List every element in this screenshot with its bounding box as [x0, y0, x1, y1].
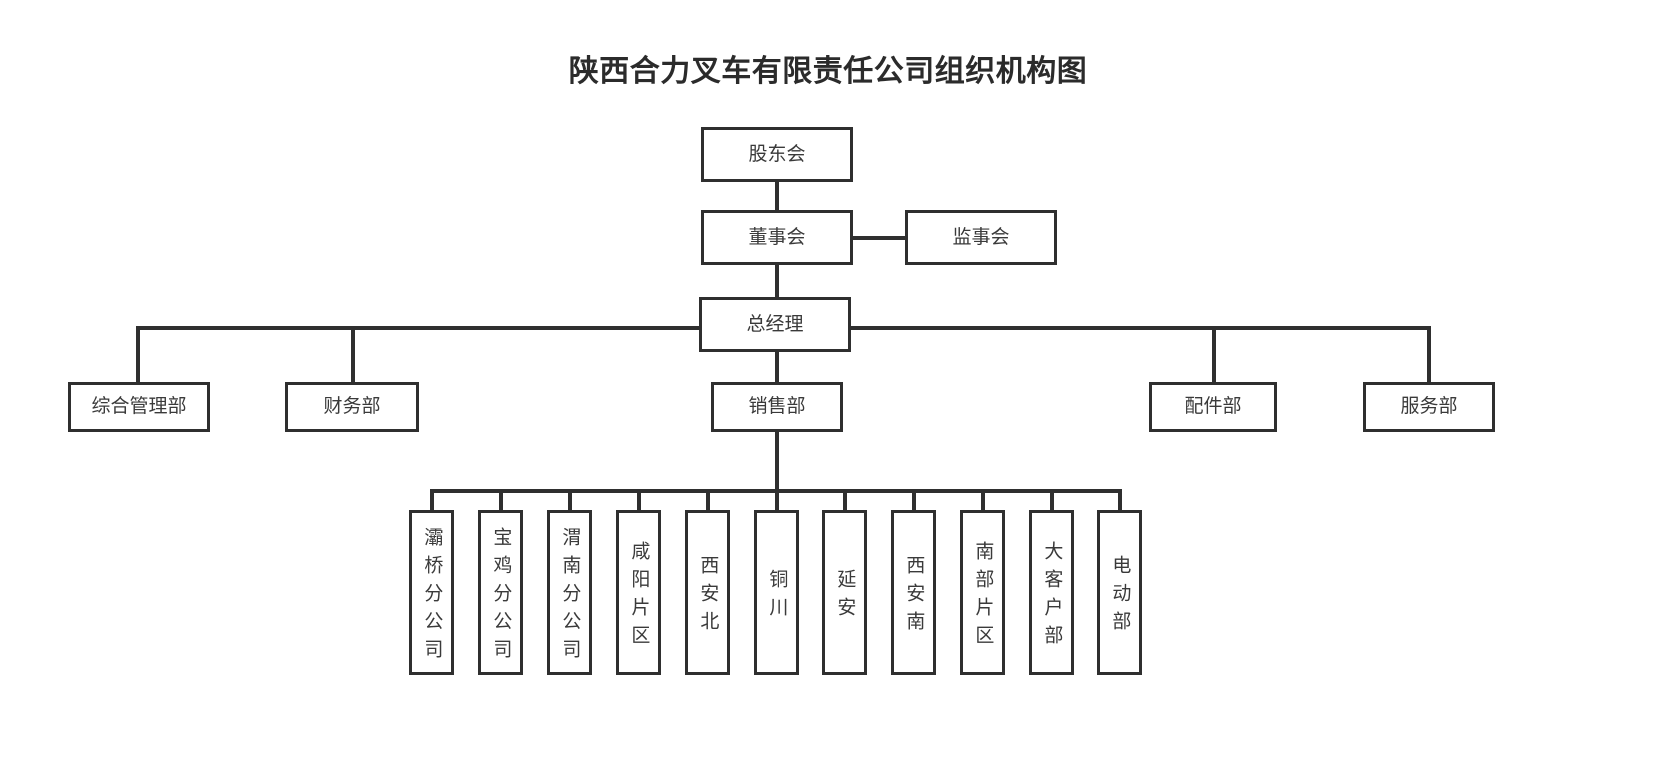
node-branch-weinan[interactable]: 渭南分公司	[547, 510, 592, 675]
node-department-finance[interactable]: 财务部	[285, 382, 419, 432]
node-branch-xian-south[interactable]: 西安南	[891, 510, 936, 675]
page-title: 陕西合力叉车有限责任公司组织机构图	[568, 55, 1088, 88]
node-department-general-management[interactable]: 综合管理部	[68, 382, 210, 432]
connector-gm-bus-right	[849, 326, 1431, 330]
node-department-parts[interactable]: 配件部	[1149, 382, 1277, 432]
node-branch-yanan[interactable]: 延安	[822, 510, 867, 675]
node-branch-electric[interactable]: 电动部	[1097, 510, 1142, 675]
node-branch-tongchuan[interactable]: 铜川	[754, 510, 799, 675]
connector-shareholders-to-board	[775, 180, 779, 212]
node-branch-xianyang-district[interactable]: 咸阳片区	[616, 510, 661, 675]
connector-drop-service	[1427, 326, 1431, 384]
node-branch-baqiao[interactable]: 灞桥分公司	[409, 510, 454, 675]
connector-board-to-supervisors	[851, 236, 907, 240]
connector-drop-general-management	[136, 326, 140, 384]
node-shareholders[interactable]: 股东会	[701, 127, 853, 182]
connector-drop-sales	[775, 350, 779, 384]
connector-drop-finance	[351, 326, 355, 384]
connector-board-to-general-manager	[775, 263, 779, 299]
node-branch-key-accounts[interactable]: 大客户部	[1029, 510, 1074, 675]
connector-gm-bus-left	[136, 326, 701, 330]
node-board-of-directors[interactable]: 董事会	[701, 210, 853, 265]
connector-drop-parts	[1212, 326, 1216, 384]
node-branch-baoji[interactable]: 宝鸡分公司	[478, 510, 523, 675]
node-department-sales[interactable]: 销售部	[711, 382, 843, 432]
node-department-service[interactable]: 服务部	[1363, 382, 1495, 432]
node-board-of-supervisors[interactable]: 监事会	[905, 210, 1057, 265]
node-branch-south-district[interactable]: 南部片区	[960, 510, 1005, 675]
node-general-manager[interactable]: 总经理	[699, 297, 851, 352]
connector-sales-stem	[775, 430, 779, 491]
node-branch-xian-north[interactable]: 西安北	[685, 510, 730, 675]
